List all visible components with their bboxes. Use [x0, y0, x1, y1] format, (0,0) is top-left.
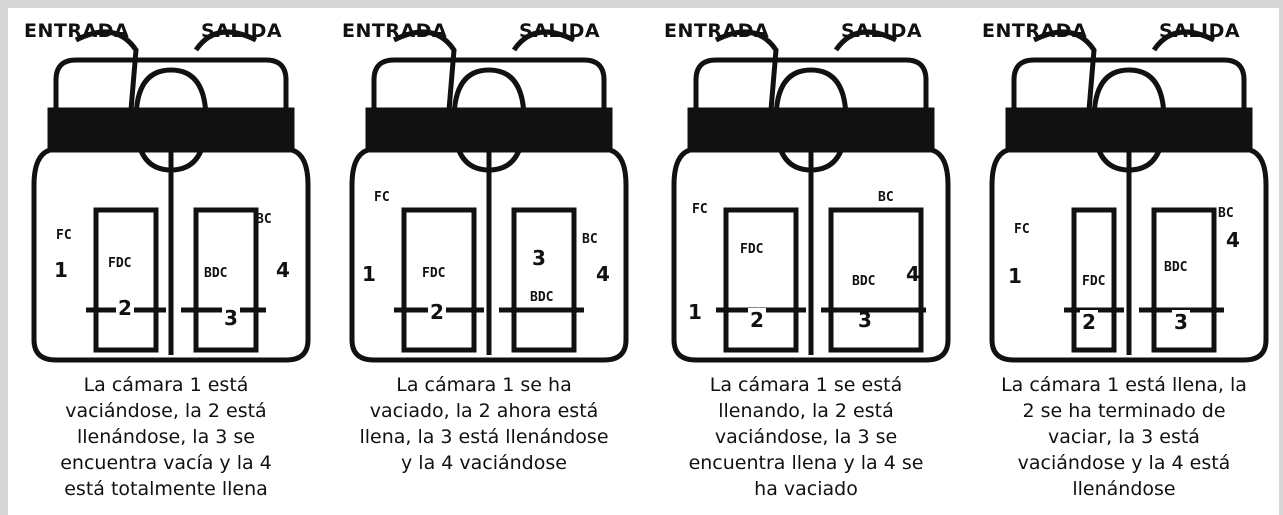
front-cover-label: FC	[692, 202, 708, 217]
caption-line: y la 4 vaciándose	[401, 452, 567, 474]
inlet-label: ENTRADA	[982, 20, 1088, 42]
back-cover-label: BC	[1218, 206, 1234, 221]
meter-panel-1: ENTRADA SALIDA FC BC FDC BDC 1 2 3 4 La …	[16, 10, 316, 515]
front-cover-label: FC	[56, 228, 72, 243]
back-cover-label: BC	[878, 190, 894, 205]
chamber-1-number: 1	[1008, 264, 1022, 288]
chamber-4-number: 4	[596, 262, 610, 286]
caption-line: vaciándose, la 3 se	[714, 426, 898, 448]
front-cover-label: FC	[1014, 222, 1030, 237]
chamber-1-number: 1	[54, 258, 68, 282]
chamber-4-number: 4	[906, 262, 920, 286]
front-cover-label: FC	[374, 190, 390, 205]
outlet-label: SALIDA	[201, 20, 283, 42]
caption-line: encuentra llena y la 4 se	[688, 452, 924, 474]
caption-line: llenando, la 2 está	[718, 400, 894, 422]
caption-line: vaciar, la 3 está	[1048, 426, 1200, 448]
caption-line: La cámara 1 se está	[709, 374, 903, 396]
inlet-label: ENTRADA	[342, 20, 448, 42]
caption-line: La cámara 1 está	[83, 374, 249, 396]
inlet-label: ENTRADA	[24, 20, 130, 42]
outlet-label: SALIDA	[841, 20, 923, 42]
gas-meter-diagram	[671, 29, 951, 363]
outlet-label: SALIDA	[1159, 20, 1241, 42]
front-diaphragm-label: FDC	[108, 256, 132, 271]
chamber-2-number: 2	[116, 296, 134, 320]
panel-caption: La cámara 1 se ha vaciado, la 2 ahora es…	[334, 372, 634, 476]
back-diaphragm-label: BDC	[204, 266, 228, 281]
meter-panel-3: ENTRADA SALIDA FC BC FDC BDC 1 2 3 4 La …	[656, 10, 956, 515]
gas-meter-diagram	[989, 29, 1269, 363]
caption-line: vaciándose y la 4 está	[1017, 452, 1231, 474]
gas-meter-diagram	[31, 29, 311, 363]
outlet-label: SALIDA	[519, 20, 601, 42]
back-cover-label: BC	[582, 232, 598, 247]
chamber-3-number: 3	[222, 306, 240, 330]
chamber-3-number: 3	[530, 246, 548, 270]
meter-panel-4: ENTRADA SALIDA FC BC FDC BDC 1 2 3 4 La …	[974, 10, 1274, 515]
chamber-3-number: 3	[858, 308, 872, 332]
chamber-2-number: 2	[428, 300, 446, 324]
panel-caption: La cámara 1 está vaciándose, la 2 está l…	[16, 372, 316, 502]
caption-line: llenándose	[1072, 478, 1176, 500]
gas-meter-diagram	[349, 29, 629, 363]
caption-line: vaciado, la 2 ahora está	[369, 400, 599, 422]
chamber-1-number: 1	[688, 300, 702, 324]
caption-line: encuentra vacía y la 4	[60, 452, 272, 474]
caption-line: La cámara 1 se ha	[396, 374, 572, 396]
front-diaphragm-label: FDC	[422, 266, 446, 281]
caption-line: llenándose, la 3 se	[76, 426, 255, 448]
back-diaphragm-label: BDC	[852, 274, 876, 289]
caption-line: llena, la 3 está llenándose	[359, 426, 609, 448]
panel-caption: La cámara 1 se está llenando, la 2 está …	[656, 372, 956, 502]
front-diaphragm-label: FDC	[1082, 274, 1106, 289]
caption-line: 2 se ha terminado de	[1022, 400, 1226, 422]
chamber-2-number: 2	[1080, 310, 1098, 334]
chamber-1-number: 1	[362, 262, 376, 286]
meter-panel-2: ENTRADA SALIDA FC BC FDC BDC 1 2 3 4 La …	[334, 10, 634, 515]
back-cover-label: BC	[256, 212, 272, 227]
inlet-label: ENTRADA	[664, 20, 770, 42]
front-diaphragm-label: FDC	[740, 242, 764, 257]
back-diaphragm-label: BDC	[1164, 260, 1188, 275]
back-diaphragm-label: BDC	[530, 290, 554, 305]
caption-line: ha vaciado	[754, 478, 858, 500]
caption-line: La cámara 1 está llena, la	[1001, 374, 1247, 396]
caption-line: vaciándose, la 2 está	[65, 400, 267, 422]
caption-line: está totalmente llena	[64, 478, 268, 500]
chamber-2-number: 2	[748, 308, 766, 332]
chamber-4-number: 4	[1226, 228, 1240, 252]
panel-caption: La cámara 1 está llena, la 2 se ha termi…	[974, 372, 1274, 502]
chamber-4-number: 4	[276, 258, 290, 282]
chamber-3-number: 3	[1172, 310, 1190, 334]
